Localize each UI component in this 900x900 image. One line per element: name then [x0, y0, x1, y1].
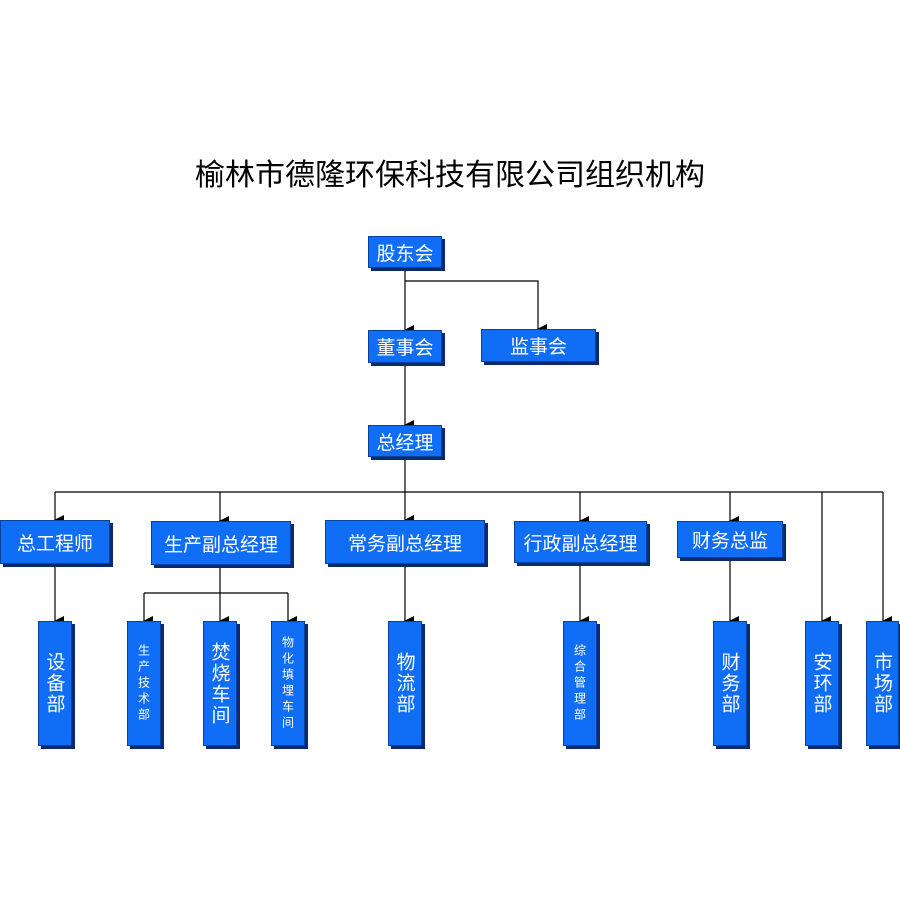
- node-executive-vp: 常务副总经理: [325, 520, 485, 564]
- node-production-vp: 生产副总经理: [151, 521, 291, 565]
- node-gm: 总经理: [368, 425, 442, 457]
- node-shareholders: 股东会: [368, 236, 442, 268]
- node-finance-director: 财务总监: [677, 521, 783, 558]
- node-general-mgmt-dept: 综合管理部: [563, 621, 597, 746]
- node-finance-dept: 财务部: [713, 621, 747, 746]
- node-production-tech-dept: 生产技术部: [127, 621, 161, 746]
- node-chief-engineer: 总工程师: [0, 520, 110, 564]
- node-safety-env-dept: 安环部: [805, 621, 839, 746]
- node-equipment-dept: 设备部: [38, 621, 72, 746]
- node-solidification-workshop: 物化填埋车间: [271, 621, 305, 746]
- link-shareholders-supervisors: [405, 280, 547, 334]
- node-supervisors: 监事会: [481, 329, 596, 362]
- node-market-dept: 市场部: [866, 621, 899, 746]
- chart-title: 榆林市德隆环保科技有限公司组织机构: [195, 158, 705, 193]
- node-logistics-dept: 物流部: [388, 621, 422, 746]
- node-board: 董事会: [368, 330, 442, 363]
- node-admin-vp: 行政副总经理: [514, 521, 647, 563]
- node-incineration-workshop: 焚烧车间: [203, 621, 237, 746]
